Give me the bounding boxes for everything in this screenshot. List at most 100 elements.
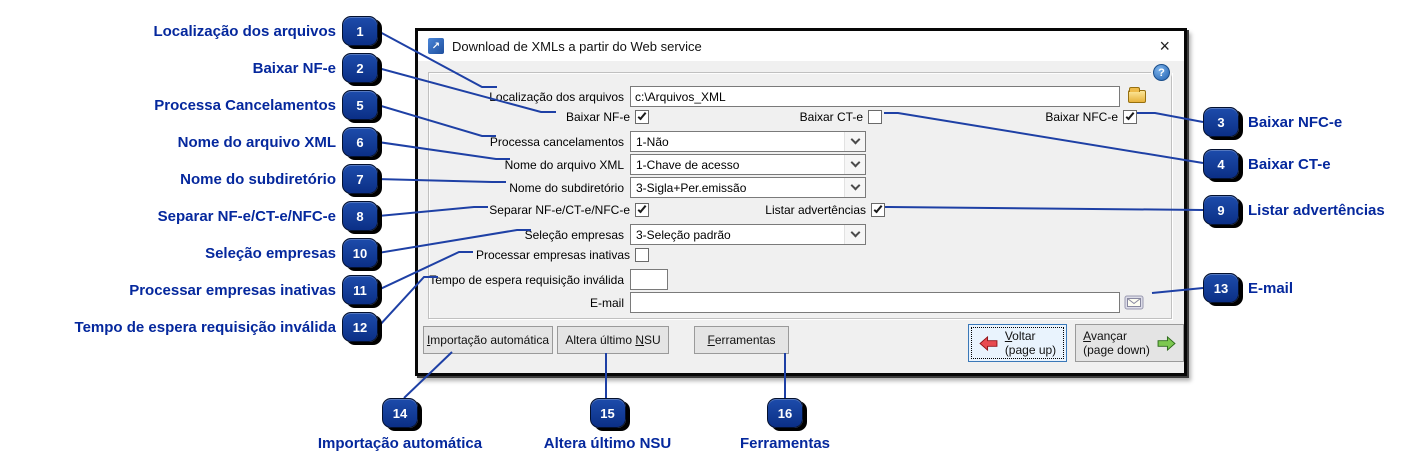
callout-label: Nome do subdiretório bbox=[180, 170, 336, 188]
chevron-down-icon bbox=[844, 155, 865, 174]
processar-inativas-label: Processar empresas inativas bbox=[475, 248, 630, 262]
callout-badge: 15 bbox=[589, 398, 626, 428]
localizacao-input[interactable] bbox=[630, 86, 1120, 107]
baixar-nfce-checkbox[interactable] bbox=[1123, 110, 1137, 124]
callout-3: 3 Baixar NFC-e bbox=[1203, 107, 1342, 137]
back-arrow-icon bbox=[979, 335, 998, 351]
tempo-espera-label: Tempo de espera requisição inválida bbox=[429, 272, 624, 287]
chevron-down-icon bbox=[844, 178, 865, 197]
row-nome-arquivo-xml: Nome do arquivo XML 1-Chave de acesso bbox=[418, 154, 866, 175]
nome-subdiretorio-select[interactable]: 3-Sigla+Per.emissão bbox=[630, 177, 866, 198]
callout-badge: 5 bbox=[342, 90, 378, 120]
selected-value: 1-Não bbox=[636, 134, 669, 149]
callout-label: Seleção empresas bbox=[205, 244, 336, 262]
help-icon[interactable]: ? bbox=[1153, 64, 1170, 81]
callout-label: Baixar CT-e bbox=[1248, 155, 1331, 173]
callout-2: Baixar NF-e 2 bbox=[0, 53, 378, 83]
row-selecao-empresas: Seleção empresas 3-Seleção padrão bbox=[418, 224, 866, 245]
baixar-nfe-pair: Baixar NF-e bbox=[418, 110, 649, 124]
callout-12: Tempo de espera requisição inválida 12 bbox=[0, 312, 378, 342]
chevron-down-icon bbox=[844, 225, 865, 244]
callout-label: Altera último NSU bbox=[543, 435, 672, 452]
callout-label: Separar NF-e/CT-e/NFC-e bbox=[157, 207, 336, 225]
checkmark-icon bbox=[1125, 110, 1135, 121]
callout-badge: 8 bbox=[342, 201, 378, 231]
window-title: Download de XMLs a partir do Web service bbox=[452, 38, 702, 54]
callout-badge: 1 bbox=[342, 16, 378, 46]
callout-badge: 7 bbox=[342, 164, 378, 194]
folder-browse-icon[interactable] bbox=[1128, 87, 1146, 103]
ferramentas-button[interactable]: Ferramentas bbox=[694, 326, 789, 354]
selected-value: 3-Sigla+Per.emissão bbox=[636, 180, 747, 195]
email-envelope-icon[interactable] bbox=[1124, 295, 1144, 310]
selecao-empresas-label: Seleção empresas bbox=[524, 227, 624, 242]
checkmark-icon bbox=[873, 203, 883, 214]
callout-label: Nome do arquivo XML bbox=[177, 133, 336, 151]
baixar-cte-label: Baixar CT-e bbox=[799, 110, 863, 124]
app-icon: ↗ bbox=[428, 38, 444, 54]
callout-badge: 14 bbox=[382, 398, 418, 428]
callout-label: Processa Cancelamentos bbox=[154, 96, 336, 114]
checkmark-icon bbox=[637, 110, 647, 121]
callout-badge: 12 bbox=[342, 312, 378, 342]
callout-badge: 3 bbox=[1203, 107, 1239, 137]
callout-badge: 4 bbox=[1203, 149, 1239, 179]
listar-advertencias-label: Listar advertências bbox=[765, 203, 866, 217]
nome-subdiretorio-label: Nome do subdiretório bbox=[509, 180, 624, 195]
tempo-espera-input[interactable] bbox=[630, 269, 668, 290]
callout-8: Separar NF-e/CT-e/NFC-e 8 bbox=[0, 201, 378, 231]
processar-inativas-checkbox[interactable] bbox=[635, 248, 649, 262]
row-email: E-mail bbox=[418, 292, 1144, 313]
baixar-nfce-pair: Baixar NFC-e bbox=[1003, 110, 1137, 124]
separar-pair: Separar NF-e/CT-e/NFC-e bbox=[418, 203, 649, 217]
selected-value: 1-Chave de acesso bbox=[636, 157, 740, 172]
baixar-nfe-checkbox[interactable] bbox=[635, 110, 649, 124]
callout-badge: 13 bbox=[1203, 273, 1239, 303]
separar-checkbox[interactable] bbox=[635, 203, 649, 217]
processa-cancelamentos-select[interactable]: 1-Não bbox=[630, 131, 866, 152]
nome-arquivo-xml-select[interactable]: 1-Chave de acesso bbox=[630, 154, 866, 175]
callout-label: Tempo de espera requisição inválida bbox=[74, 318, 336, 336]
callout-label: Ferramentas bbox=[739, 435, 831, 452]
callout-label: Baixar NFC-e bbox=[1248, 113, 1343, 131]
avancar-button[interactable]: Avançar(page down) bbox=[1075, 324, 1184, 362]
listar-advertencias-checkbox[interactable] bbox=[871, 203, 885, 217]
baixar-cte-checkbox[interactable] bbox=[868, 110, 882, 124]
altera-ultimo-nsu-button[interactable]: Altera último NSU bbox=[557, 326, 669, 354]
forward-arrow-icon bbox=[1157, 335, 1176, 351]
row-processa-cancelamentos: Processa cancelamentos 1-Não bbox=[418, 131, 866, 152]
callout-badge: 10 bbox=[342, 238, 378, 268]
title-bar: ↗ Download de XMLs a partir do Web servi… bbox=[418, 31, 1184, 61]
baixar-cte-pair: Baixar CT-e bbox=[748, 110, 882, 124]
callout-label: Baixar NF-e bbox=[252, 59, 336, 77]
callout-label: Importação automática bbox=[317, 435, 483, 452]
importacao-automatica-button[interactable]: Importação automática bbox=[423, 326, 553, 354]
voltar-button[interactable]: Voltar(page up) bbox=[968, 324, 1067, 362]
callout-4: 4 Baixar CT-e bbox=[1203, 149, 1331, 179]
form-groupbox bbox=[428, 72, 1172, 319]
checkmark-icon bbox=[637, 203, 647, 214]
callout-label: Localização dos arquivos bbox=[153, 22, 336, 40]
selecao-empresas-select[interactable]: 3-Seleção padrão bbox=[630, 224, 866, 245]
callout-badge: 16 bbox=[767, 398, 803, 428]
callout-label: Processar empresas inativas bbox=[129, 281, 336, 299]
callout-1: Localização dos arquivos 1 bbox=[0, 16, 378, 46]
row-nome-subdiretorio: Nome do subdiretório 3-Sigla+Per.emissão bbox=[418, 177, 866, 198]
listar-advertencias-pair: Listar advertências bbox=[748, 203, 885, 217]
callout-badge: 2 bbox=[342, 53, 378, 83]
email-label: E-mail bbox=[589, 295, 624, 310]
row-localizacao: Localização dos arquivos bbox=[418, 86, 1146, 107]
nome-arquivo-xml-label: Nome do arquivo XML bbox=[504, 157, 624, 172]
chevron-down-icon bbox=[844, 132, 865, 151]
baixar-nfce-label: Baixar NFC-e bbox=[1045, 110, 1118, 124]
close-icon[interactable]: × bbox=[1159, 36, 1170, 56]
email-input[interactable] bbox=[630, 292, 1120, 313]
callout-10: Seleção empresas 10 bbox=[0, 238, 378, 268]
